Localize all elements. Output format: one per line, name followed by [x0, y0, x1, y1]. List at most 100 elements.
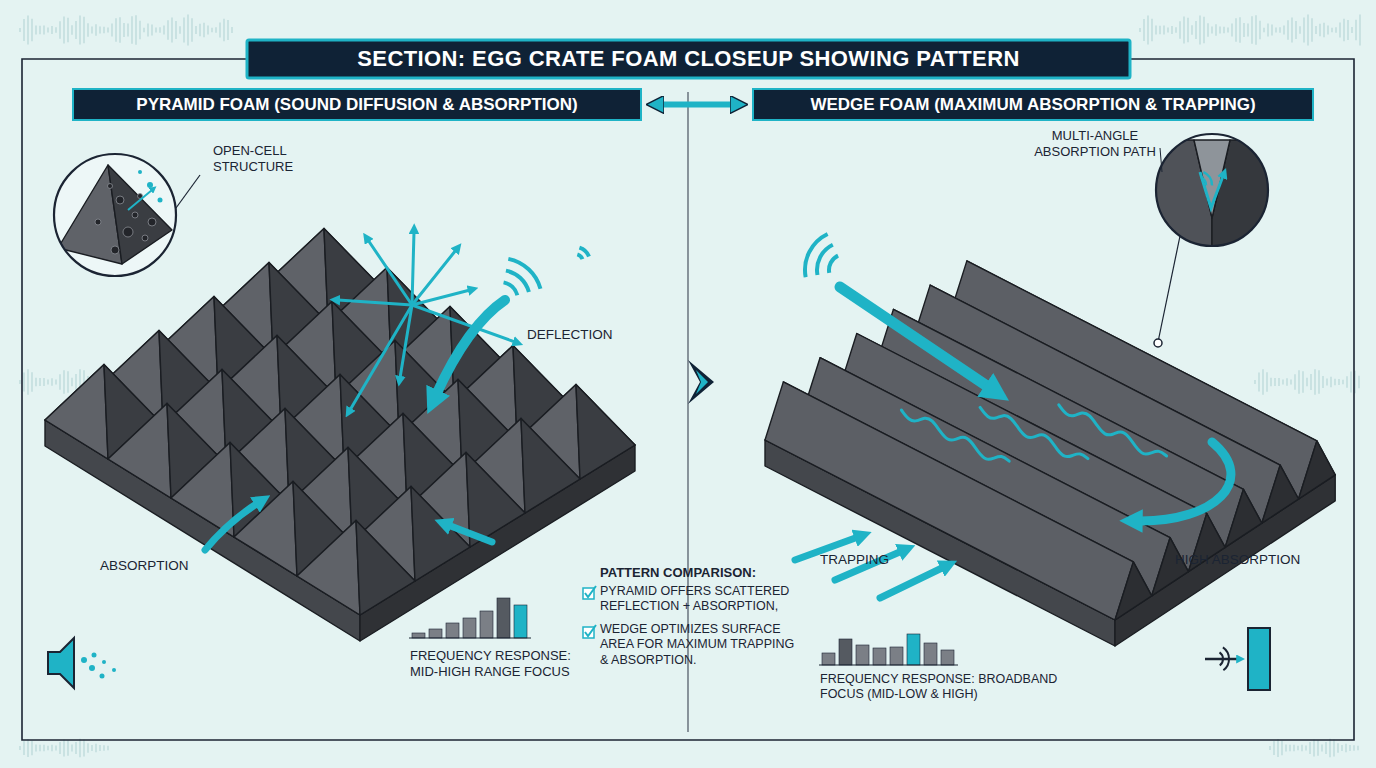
- waveform-bar: [1335, 27, 1336, 33]
- waveform-bar: [59, 21, 60, 39]
- waveform-bar: [35, 745, 36, 752]
- waveform-bar: [123, 23, 124, 37]
- sound-wave: [508, 259, 540, 289]
- sound-wave: [1201, 178, 1206, 186]
- waveform-bar: [1243, 23, 1244, 37]
- waveform-bar: [1203, 17, 1204, 43]
- wall-panel-icon: [1248, 628, 1270, 690]
- waveform-bar: [1267, 24, 1268, 37]
- pyramid-face: [45, 365, 108, 460]
- pyramid-face: [234, 482, 297, 577]
- waveform-bar: [1342, 380, 1343, 385]
- waveform-bar: [75, 742, 76, 754]
- waveform-bar: [1301, 745, 1302, 751]
- waveform-bar: [1207, 23, 1208, 37]
- waveform-bar: [1271, 24, 1272, 35]
- waveform-bar: [1191, 25, 1192, 34]
- waveform-bar: [23, 741, 24, 755]
- waveform-bar: [75, 374, 76, 390]
- waveform-bar: [91, 26, 92, 33]
- waveform-bar: [43, 378, 44, 386]
- frequency-bar: [463, 618, 476, 638]
- waveform-bar: [1247, 24, 1248, 37]
- waveform-bar: [1179, 21, 1180, 39]
- waveform-bar: [191, 18, 192, 41]
- waveform-bar: [1289, 745, 1290, 752]
- sound-wave: [829, 256, 838, 273]
- waveform-bar: [99, 26, 100, 33]
- waveform-bar: [71, 744, 72, 751]
- trapped-wave: [1059, 405, 1167, 456]
- frequency-bar: [873, 648, 886, 665]
- sound-particle: [89, 665, 95, 671]
- waveform-bar: [1195, 21, 1196, 39]
- waveform-bar: [1211, 26, 1212, 33]
- waveform-bar: [1285, 745, 1286, 752]
- waveform-bar: [1297, 746, 1298, 751]
- waveform-bar: [1317, 740, 1318, 756]
- absorption-arrow: [205, 503, 258, 550]
- waveform-bar: [71, 378, 72, 387]
- waveform-bar: [1273, 741, 1274, 755]
- waveform-bar: [91, 745, 92, 751]
- sound-wave: [577, 254, 582, 259]
- waveform-bar: [31, 741, 32, 755]
- sound-wave: [817, 245, 833, 275]
- waveform-bar: [167, 20, 168, 39]
- pyramid-face: [108, 404, 171, 499]
- sound-wave: [504, 282, 518, 295]
- waveform-bar: [175, 21, 176, 39]
- waveform-bar: [83, 740, 84, 757]
- diagram-title: SECTION: EGG CRATE FOAM CLOSEUP SHOWING …: [247, 40, 1130, 78]
- sound-particle: [102, 660, 106, 664]
- waveform-bar: [1319, 24, 1320, 37]
- waveform-bar: [1255, 15, 1256, 45]
- waveform-bar: [95, 744, 96, 752]
- waveform-bar: [35, 378, 36, 386]
- waveform-bar: [1274, 378, 1275, 386]
- waveform-bar: [79, 739, 80, 757]
- waveform-bar: [1345, 744, 1346, 752]
- waveform-bar: [1175, 27, 1176, 32]
- sound-arrow: [128, 190, 152, 210]
- waveform-bar: [1339, 23, 1340, 38]
- waveform-bar: [23, 372, 24, 391]
- waveform-bar: [39, 745, 40, 752]
- waveform-bar: [63, 370, 64, 394]
- deflection-arrow: [400, 305, 412, 378]
- waveform-bar: [1167, 27, 1168, 32]
- direction-chevron: [688, 360, 714, 404]
- incoming-sound-arrow: [840, 287, 990, 388]
- waveform-bar: [47, 380, 48, 385]
- waveform-bar: [51, 745, 52, 751]
- frame-line: [22, 59, 1354, 740]
- annotation-label: FREQUENCY RESPONSE: MID-HIGH RANGE FOCUS: [410, 648, 580, 680]
- waveform-bar: [55, 379, 56, 384]
- waveform-bar: [115, 18, 116, 42]
- waveform-bar: [1270, 378, 1271, 386]
- frequency-bar: [480, 611, 493, 638]
- frequency-bar: [839, 639, 852, 665]
- waveform-bar: [1357, 746, 1358, 750]
- annotation-label: WEDGE OPTIMIZES SURFACE AREA FOR MAXIMUM…: [600, 622, 800, 668]
- waveform-bar: [19, 380, 20, 384]
- waveform-bar: [1333, 740, 1334, 757]
- background-waveform: [20, 14, 1360, 757]
- waveform-bar: [1151, 19, 1152, 41]
- chart-baseline: [409, 638, 531, 639]
- double-arrow: [664, 102, 730, 108]
- waveform-bar: [1254, 380, 1255, 384]
- section-header: WEDGE FOAM (MAXIMUM ABSORPTION & TRAPPIN…: [752, 88, 1314, 121]
- pyramid-face: [297, 521, 360, 616]
- waveform-bar: [223, 19, 224, 42]
- deflection-arrow: [368, 240, 412, 305]
- waveform-bar: [159, 27, 160, 33]
- waveform-bar: [67, 740, 68, 756]
- waveform-bar: [1147, 16, 1148, 45]
- waveform-bar: [1305, 746, 1306, 751]
- waveform-bar: [27, 16, 28, 45]
- sound-wave: [1220, 652, 1223, 665]
- waveform-bar: [187, 14, 188, 45]
- sound-wave: [1203, 172, 1212, 185]
- waveform-bar: [1278, 378, 1279, 386]
